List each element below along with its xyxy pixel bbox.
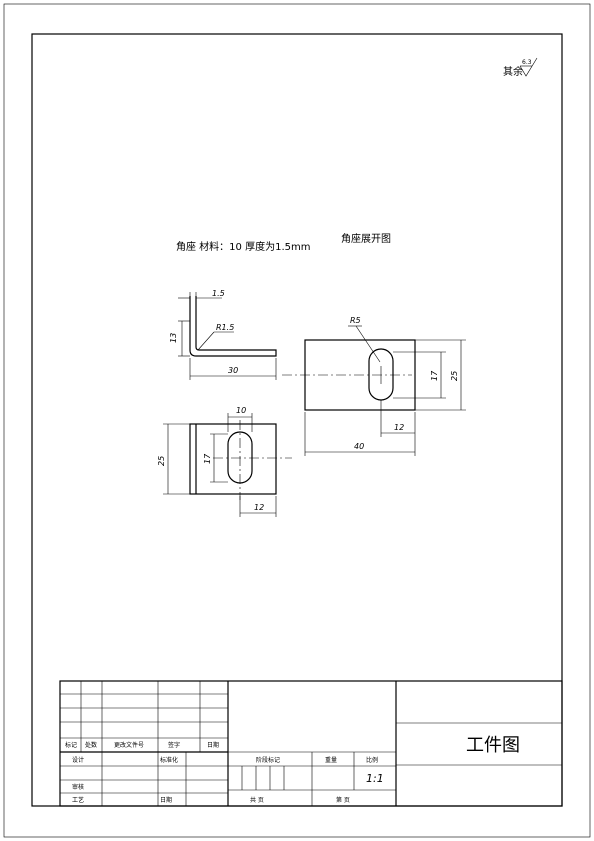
dim-bend-radius: R1.5 (216, 323, 234, 332)
dim-top-width: 25 (157, 456, 166, 466)
side-view (178, 292, 277, 380)
dim-blank-length: 40 (354, 442, 364, 451)
surface-roughness-value: 6.3 (522, 59, 532, 66)
dim-length: 30 (228, 366, 238, 375)
dim-height: 13 (169, 333, 178, 343)
top-view (163, 413, 292, 517)
tb-standardization-label: 标准化 (160, 756, 178, 764)
inner-border (31, 33, 563, 807)
dim-slot-radius: R5 (350, 316, 361, 325)
surface-note-prefix: 其余 (503, 65, 523, 78)
tb-scale-value: 1:1 (366, 772, 384, 785)
dim-slot-length: 17 (430, 370, 439, 381)
tb-signature-label: 签字 (168, 741, 180, 749)
part-note: 角座 材料：10 厚度为1.5mm (176, 240, 310, 253)
unfold-view (282, 325, 466, 456)
tb-change-doc-label: 更改文件号 (114, 741, 144, 749)
tb-sheet-no-label: 第 页 (336, 796, 350, 804)
title-block (59, 680, 563, 807)
tb-total-sheets-label: 共 页 (250, 796, 264, 804)
tb-designer-label: 设计 (72, 756, 84, 764)
dim-top-offset: 12 (254, 503, 264, 512)
tb-checker-label: 审核 (72, 783, 84, 791)
dim-top-slot-width: 10 (236, 406, 246, 415)
dim-blank-width: 25 (450, 371, 459, 381)
tb-scale-label: 比例 (366, 756, 378, 764)
dim-top-slot-length: 17 (203, 453, 212, 464)
tb-process-label: 工艺 (72, 796, 84, 804)
tb-count-label: 处数 (85, 741, 97, 749)
dim-thickness: 1.5 (212, 289, 225, 298)
tb-date2-label: 日期 (160, 796, 172, 804)
outer-border (3, 3, 591, 838)
roughness-symbol (519, 57, 538, 77)
tb-weight-label: 重量 (325, 756, 337, 764)
tb-stage-mark-label: 阶段标记 (256, 756, 280, 764)
dim-slot-offset: 12 (394, 423, 404, 432)
unfold-title: 角座展开图 (341, 232, 391, 245)
tb-mark-label: 标记 (65, 741, 77, 749)
tb-drawing-title: 工件图 (466, 735, 520, 756)
tb-date-label: 日期 (207, 741, 219, 749)
